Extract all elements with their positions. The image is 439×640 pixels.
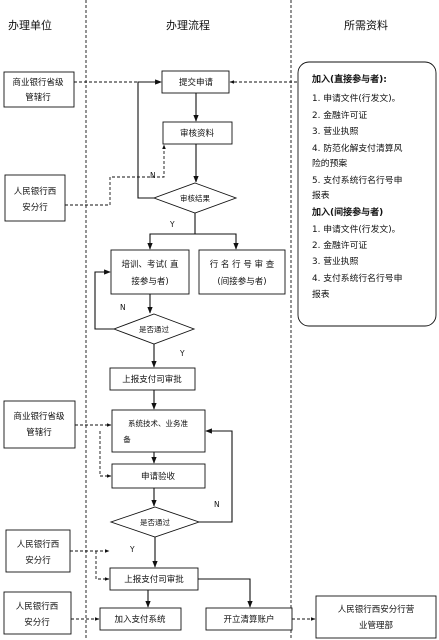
column-dividers <box>85 0 292 640</box>
node-bank-code-review <box>198 249 286 295</box>
node-open-account-label: 开立清算账户 <box>223 614 274 625</box>
node-training <box>110 249 190 295</box>
direct-item-4-cont: 险的预案 <box>312 157 347 169</box>
node-system-prep-line1: 系统技术、业务准 <box>128 418 188 428</box>
unit-pboc-1-line1: 人民银行西 <box>14 186 57 197</box>
header-materials: 所需资料 <box>344 18 388 32</box>
node-training-line1: 培训、考试( 直 <box>121 259 179 270</box>
node-join-system-label: 加入支付系统 <box>114 614 166 625</box>
unit-box-commercial-1 <box>3 71 75 108</box>
unit-commercial-1-line2: 管辖行 <box>25 92 51 103</box>
node-review-label: 审核资料 <box>180 128 215 139</box>
unit-pboc-1-line2: 安分行 <box>22 202 48 213</box>
unit-box-pboc-2 <box>5 529 71 573</box>
direct-item-1: 1. 申请文件(行发文)。 <box>312 92 400 104</box>
branch-y-1: Y <box>169 220 175 229</box>
direct-title: 加入(直接参与者): <box>311 73 387 85</box>
node-bank-code-review-line1: 行 名 行 号 审 查 <box>210 259 275 270</box>
connector-arrows <box>65 80 316 621</box>
branch-n-3: N <box>214 500 220 509</box>
indirect-item-2: 2. 金融许可证 <box>312 239 367 251</box>
node-passed-1-label: 是否通过 <box>139 324 169 334</box>
node-report-1 <box>109 367 196 391</box>
node-report-1-label: 上报支付司审批 <box>122 374 182 385</box>
node-join-system <box>99 607 182 631</box>
unit-pboc-2-line1: 人民银行西 <box>17 539 60 550</box>
node-acceptance-label: 申请验收 <box>141 471 176 482</box>
unit-box-business-dept <box>315 595 437 639</box>
node-submit-label: 提交申请 <box>179 77 214 88</box>
node-bank-code-review-line2: (间接参与者) <box>217 276 266 287</box>
direct-item-5: 5. 支付系统行名行号申 <box>312 174 402 186</box>
unit-box-pboc-3 <box>3 591 72 635</box>
node-passed-2-label: 是否通过 <box>140 517 170 527</box>
indirect-item-4-cont: 报表 <box>312 288 330 300</box>
node-report-2-label: 上报支付司审批 <box>124 574 184 585</box>
unit-business-dept-line1: 人民银行西安分行营 <box>338 604 415 615</box>
indirect-item-3: 3. 营业执照 <box>312 255 359 267</box>
unit-pboc-3-line2: 安分行 <box>24 617 50 628</box>
unit-commercial-1-line1: 商业银行省级 <box>12 77 64 88</box>
unit-commercial-2-line1: 商业银行省级 <box>13 411 65 422</box>
direct-item-3: 3. 营业执照 <box>312 125 359 137</box>
indirect-item-1: 1. 申请文件(行发文)。 <box>312 223 400 235</box>
branch-n-1: N <box>150 171 156 180</box>
direct-item-5-cont: 报表 <box>312 189 330 201</box>
direct-item-2: 2. 金融许可证 <box>312 109 367 121</box>
unit-box-commercial-2 <box>3 400 76 449</box>
unit-pboc-2-line2: 安分行 <box>25 555 51 566</box>
node-system-prep-line2: 备 <box>123 434 131 444</box>
unit-pboc-3-line1: 人民银行西 <box>16 601 59 612</box>
branch-n-2: N <box>120 303 126 312</box>
direct-item-4: 4. 防范化解支付清算风 <box>312 142 403 154</box>
node-acceptance <box>111 463 206 489</box>
unit-business-dept-line2: 业管理部 <box>359 620 394 631</box>
unit-commercial-2-line2: 管辖行 <box>26 427 52 438</box>
node-training-line2: 接参与者) <box>131 276 168 287</box>
node-review-result-label: 审核结果 <box>180 193 210 203</box>
header-units: 办理单位 <box>8 18 52 32</box>
indirect-item-4: 4. 支付系统行名行号申 <box>312 272 402 284</box>
branch-y-3: Y <box>129 545 135 554</box>
unit-box-pboc-1 <box>4 174 66 222</box>
node-review <box>162 121 233 145</box>
materials-box <box>297 61 437 327</box>
indirect-title: 加入(间接参与者) <box>311 206 383 218</box>
header-process: 办理流程 <box>166 18 210 32</box>
branch-y-2: Y <box>179 349 185 358</box>
node-system-prep <box>111 409 206 453</box>
